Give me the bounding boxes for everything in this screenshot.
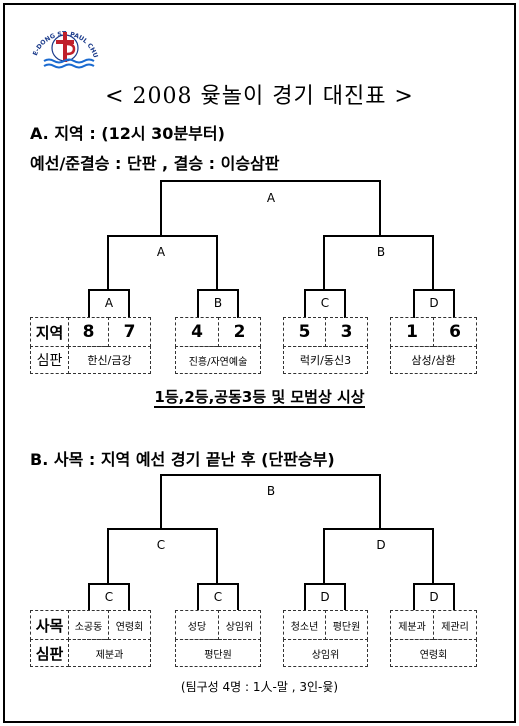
a-team-right: 3	[340, 322, 353, 342]
awards-text: 1등,2등,공동3등 및 모범상 시상	[154, 388, 365, 408]
a-semi-label-1: A	[156, 245, 166, 259]
b-team-left: 소공동	[74, 621, 103, 633]
b-judge: 상임위	[311, 649, 340, 661]
section-a-subheading: 예선/준결승 : 단판 , 결승 : 이승삼판	[30, 154, 280, 173]
a-judge-box	[68, 346, 151, 374]
a-team-right: 7	[123, 322, 136, 342]
a-judge-box	[390, 346, 477, 374]
section-b-heading: B. 사목 : 지역 예선 경기 끝난 후 (단판승부)	[30, 450, 335, 469]
b-quarter-label-1: C	[104, 590, 114, 604]
b-team-right: 제관리	[441, 621, 469, 633]
b-quarter-label-4: D	[429, 590, 439, 604]
b-row1-label: 사목	[35, 616, 64, 635]
b-final-label: B	[266, 484, 276, 498]
a-row1-label: 지역	[35, 323, 64, 342]
a-quarter-label-3: C	[320, 296, 330, 310]
a-team-left: 4	[191, 322, 203, 342]
b-team-left: 청소년	[290, 621, 319, 633]
a-judge: 삼성/삼환	[411, 354, 456, 367]
b-judge: 연령회	[419, 649, 448, 661]
b-judge-box	[68, 639, 151, 667]
a-semi-label-2: B	[376, 245, 386, 259]
a-judge-box	[283, 346, 368, 374]
b-semi-label-2: D	[376, 538, 386, 552]
a-quarter-label-4: D	[429, 296, 439, 310]
b-team-left: 성당	[187, 621, 207, 633]
a-quarter-label-2: B	[213, 296, 223, 310]
a-team-right: 2	[233, 322, 246, 342]
a-row2-label: 심판	[36, 353, 63, 369]
a-judge: 럭키/동신3	[299, 354, 352, 367]
b-quarter-label-3: D	[320, 590, 330, 604]
b-judge-box	[175, 639, 261, 667]
b-judge-box	[390, 639, 477, 667]
team-composition-note: (팀구성 4명 : 1人-말 , 3인-윷)	[180, 680, 339, 694]
awards-note: 1등,2등,공동3등 및 모범상 시상	[0, 386, 519, 408]
b-quarter-label-2: C	[213, 590, 223, 604]
b-judge: 평단원	[204, 649, 232, 661]
a-quarter-label-1: A	[104, 296, 114, 310]
a-judge: 한신/금강	[87, 354, 132, 367]
b-team-right: 평단원	[332, 621, 361, 633]
b-semi-label-1: C	[156, 538, 166, 552]
church-logo-icon: SINAE-DONG ST. PAUL CHURCH	[26, 14, 99, 69]
a-team-left: 1	[406, 322, 418, 342]
b-team-right: 상임위	[225, 621, 254, 633]
a-team-left: 5	[298, 322, 311, 342]
b-judge: 제분과	[95, 649, 124, 661]
b-row2-label: 심판	[35, 644, 64, 663]
a-team-left: 8	[82, 322, 95, 342]
a-judge: 진흥/자연예술	[188, 356, 248, 368]
a-team-right: 6	[449, 322, 461, 342]
a-judge-box	[175, 346, 261, 374]
b-judge-box	[283, 639, 368, 667]
a-final-label: A	[266, 191, 276, 205]
b-team-right: 연령회	[115, 621, 144, 633]
section-a-heading: A. 지역 : (12시 30분부터)	[30, 124, 225, 143]
b-team-left: 제분과	[398, 621, 426, 633]
page-title: < 2008 윷놀이 경기 대진표 >	[105, 84, 414, 109]
